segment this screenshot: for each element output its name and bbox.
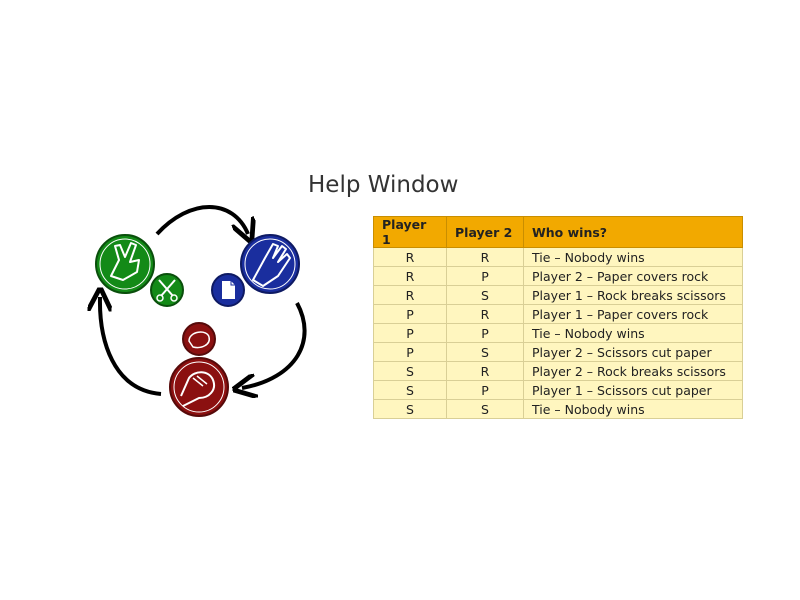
player-2-cell: S bbox=[446, 342, 524, 362]
column-header-who-wins: Who wins? bbox=[523, 216, 743, 248]
table-row: R R Tie – Nobody wins bbox=[373, 247, 743, 267]
window-title: Help Window bbox=[308, 172, 459, 198]
table-row: S S Tie – Nobody wins bbox=[373, 399, 743, 419]
player-2-cell: P bbox=[446, 380, 524, 400]
player-2-cell: P bbox=[446, 266, 524, 286]
paper-hand-icon bbox=[240, 234, 300, 294]
column-header-player-1: Player 1 bbox=[373, 216, 447, 248]
rules-table: Player 1 Player 2 Who wins? R R Tie – No… bbox=[373, 216, 743, 419]
player-2-cell: R bbox=[446, 304, 524, 324]
player-1-cell: R bbox=[373, 266, 447, 286]
rock-icon bbox=[182, 322, 216, 356]
table-row: S P Player 1 – Scissors cut paper bbox=[373, 380, 743, 400]
paper-sheet-icon bbox=[211, 273, 245, 307]
result-cell: Tie – Nobody wins bbox=[523, 399, 743, 419]
player-1-cell: S bbox=[373, 380, 447, 400]
result-cell: Tie – Nobody wins bbox=[523, 323, 743, 343]
arrow-scissors-to-paper bbox=[155, 205, 248, 234]
table-row: S R Player 2 – Rock breaks scissors bbox=[373, 361, 743, 381]
player-1-cell: S bbox=[373, 361, 447, 381]
player-2-cell: R bbox=[446, 361, 524, 381]
player-1-cell: R bbox=[373, 247, 447, 267]
player-1-cell: S bbox=[373, 399, 447, 419]
table-row: R P Player 2 – Paper covers rock bbox=[373, 266, 743, 286]
result-cell: Player 2 – Paper covers rock bbox=[523, 266, 743, 286]
player-2-cell: S bbox=[446, 285, 524, 305]
table-row: P R Player 1 – Paper covers rock bbox=[373, 304, 743, 324]
player-1-cell: P bbox=[373, 304, 447, 324]
table-row: P P Tie – Nobody wins bbox=[373, 323, 743, 343]
result-cell: Player 1 – Paper covers rock bbox=[523, 304, 743, 324]
rps-cycle-diagram bbox=[85, 205, 307, 417]
table-header-row: Player 1 Player 2 Who wins? bbox=[373, 216, 743, 248]
result-cell: Player 2 – Scissors cut paper bbox=[523, 342, 743, 362]
player-2-cell: S bbox=[446, 399, 524, 419]
arrow-paper-to-rock bbox=[242, 302, 307, 388]
table-row: P S Player 2 – Scissors cut paper bbox=[373, 342, 743, 362]
column-header-player-2: Player 2 bbox=[446, 216, 524, 248]
scissors-hand-icon bbox=[95, 234, 155, 294]
scissors-icon bbox=[150, 273, 184, 307]
arrow-rock-to-scissors bbox=[100, 297, 162, 396]
result-cell: Player 2 – Rock breaks scissors bbox=[523, 361, 743, 381]
player-1-cell: P bbox=[373, 323, 447, 343]
table-row: R S Player 1 – Rock breaks scissors bbox=[373, 285, 743, 305]
result-cell: Player 1 – Rock breaks scissors bbox=[523, 285, 743, 305]
player-1-cell: R bbox=[373, 285, 447, 305]
result-cell: Player 1 – Scissors cut paper bbox=[523, 380, 743, 400]
player-2-cell: R bbox=[446, 247, 524, 267]
result-cell: Tie – Nobody wins bbox=[523, 247, 743, 267]
player-1-cell: P bbox=[373, 342, 447, 362]
player-2-cell: P bbox=[446, 323, 524, 343]
rock-fist-icon bbox=[169, 357, 229, 417]
